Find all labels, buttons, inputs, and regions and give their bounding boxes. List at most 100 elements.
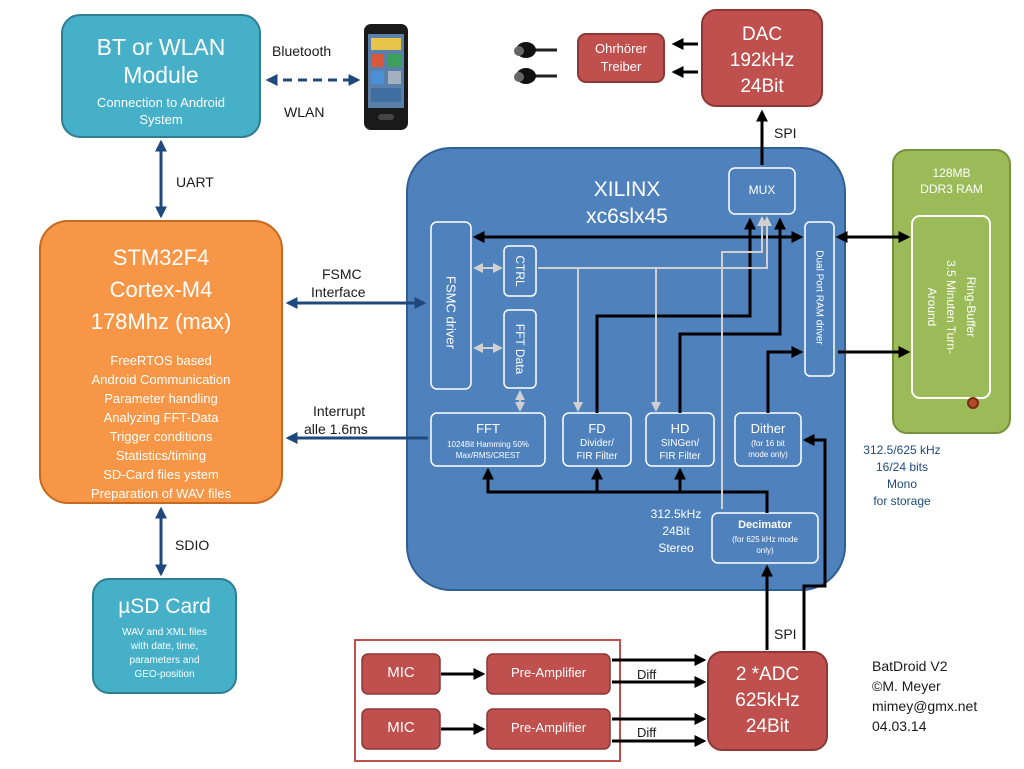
credits-title: BatDroid V2 <box>872 658 948 674</box>
stm-feature: SD-Card files ystem <box>103 467 219 482</box>
sd-desc1: WAV and XML files <box>122 627 207 638</box>
sd-box <box>92 578 237 694</box>
mic-group-frame <box>354 639 621 762</box>
sd-desc2: with date, time, <box>130 641 199 652</box>
ohr-label2: Treiber <box>600 59 642 74</box>
credits-date: 04.03.14 <box>872 718 927 734</box>
fpga-part: xc6slx45 <box>586 205 668 228</box>
stm-title1: STM32F4 <box>112 245 210 270</box>
fd-sub2: FIR Filter <box>576 451 618 462</box>
dec-out-rate: 312.5kHz <box>650 507 702 521</box>
ringbuffer-label3: Around <box>925 287 939 327</box>
interrupt-label2: alle 1.6ms <box>304 421 368 437</box>
storage-mode: Mono <box>886 477 918 491</box>
adc-title: 2 *ADC <box>735 664 800 685</box>
dither-sub1: (for 16 bit <box>751 439 785 448</box>
decimator-title: Decimator <box>738 519 792 531</box>
ohr-label1: Ohrhörer <box>594 41 648 56</box>
stm-feature: Android Communication <box>91 372 231 387</box>
stm-feature: Parameter handling <box>104 391 218 406</box>
dac-bits: 24Bit <box>740 76 784 97</box>
dither-sub2: mode only) <box>748 450 788 459</box>
preamp2-box <box>486 708 611 750</box>
fpga-title: XILINX <box>593 178 661 201</box>
ctrl-box <box>503 245 537 297</box>
credits-author: ©M. Meyer <box>872 678 941 694</box>
preamp2-label: Pre-Amplifier <box>510 720 587 735</box>
interrupt-label: Interrupt <box>313 403 366 419</box>
stm-title3: 178Mhz (max) <box>90 309 232 334</box>
dpram-label: Dual Port RAM driver <box>813 250 825 345</box>
ringbuffer-box <box>911 215 991 399</box>
dac-rate: 192kHz <box>729 50 795 71</box>
ohr-box <box>577 33 665 83</box>
bt-module-title: BT or WLAN <box>96 34 226 60</box>
stm-feature: FreeRTOS based <box>110 353 212 368</box>
sdio-label: SDIO <box>175 537 210 553</box>
sd-title: µSD Card <box>118 595 211 618</box>
fft-sub2: Max/RMS/CREST <box>455 451 521 460</box>
fsmc-driver-box <box>430 221 472 390</box>
earbud-icon <box>514 42 557 84</box>
stm-title2: Cortex-M4 <box>109 277 213 302</box>
stm-feature: Analyzing FFT-Data <box>103 410 219 425</box>
ram-size: 128MB <box>932 166 971 180</box>
stm-feature: Trigger conditions <box>109 429 213 444</box>
preamp1-box <box>486 653 611 695</box>
dec-out-bits: 24Bit <box>662 524 690 538</box>
fft-data-box <box>503 309 537 389</box>
bt-module-title2: Module <box>123 62 199 88</box>
bt-module-sub1: Connection to Android <box>97 95 225 110</box>
storage-rate: 312.5/625 kHz <box>863 443 941 457</box>
storage-bits: 16/24 bits <box>875 460 929 474</box>
spi-bottom-label: SPI <box>774 626 797 642</box>
fpga-box <box>406 147 846 591</box>
gear-icon <box>967 397 979 409</box>
hd-title: HD <box>670 421 690 436</box>
fft-title: FFT <box>476 421 500 436</box>
storage-purpose: for storage <box>873 494 931 508</box>
ringbuffer-label1: Ring-Buffer <box>964 276 978 338</box>
sd-desc3: parameters and <box>129 655 200 666</box>
mux-box <box>728 167 796 215</box>
credits-email: mimey@gmx.net <box>872 698 978 714</box>
adc-bits: 24Bit <box>745 716 790 737</box>
bt-module-sub2: System <box>139 112 183 127</box>
bluetooth-label: Bluetooth <box>272 43 332 59</box>
fd-sub1: Divider/ <box>580 438 614 449</box>
mic2-label: MIC <box>387 719 415 736</box>
preamp1-label: Pre-Amplifier <box>510 665 587 680</box>
mic1-label: MIC <box>387 664 415 681</box>
fft-sub1: 1024Bit Hamming 50% <box>447 440 529 449</box>
decimator-box <box>711 512 819 564</box>
dec-out-mode: Stereo <box>658 541 694 555</box>
sd-desc4: GEO-position <box>134 669 195 680</box>
hd-sub1: SINGen/ <box>660 438 700 449</box>
decimator-sub1: (for 625 kHz mode <box>732 535 798 544</box>
fsmc-label2: Interface <box>311 284 366 300</box>
stm-feature: Preparation of WAV files <box>90 486 232 501</box>
ram-type: DDR3 RAM <box>920 182 983 196</box>
ram-box <box>892 149 1011 434</box>
fsmc-label: FSMC <box>322 266 362 282</box>
fft-box <box>430 412 546 467</box>
mux-label: MUX <box>748 183 776 197</box>
diff2-label: Diff <box>637 725 657 740</box>
decimator-sub2: only) <box>756 546 774 555</box>
dither-title: Dither <box>750 421 786 436</box>
hd-sub2: FIR Filter <box>659 451 701 462</box>
dac-title: DAC <box>741 24 783 45</box>
uart-label: UART <box>176 174 214 190</box>
fd-title: FD <box>588 421 606 436</box>
mic1-box <box>361 653 441 695</box>
dac-box <box>701 9 823 107</box>
fsmc-driver-label: FSMC driver <box>443 276 459 349</box>
ringbuffer-label2: 3.5 Minuten Turn- <box>944 259 958 355</box>
spi-top-label: SPI <box>774 125 797 141</box>
stm-box <box>39 220 283 504</box>
mic2-box <box>361 708 441 750</box>
stm-feature: Statistics/timing <box>115 448 207 463</box>
adc-rate: 625kHz <box>735 690 800 711</box>
wlan-label: WLAN <box>284 104 325 120</box>
